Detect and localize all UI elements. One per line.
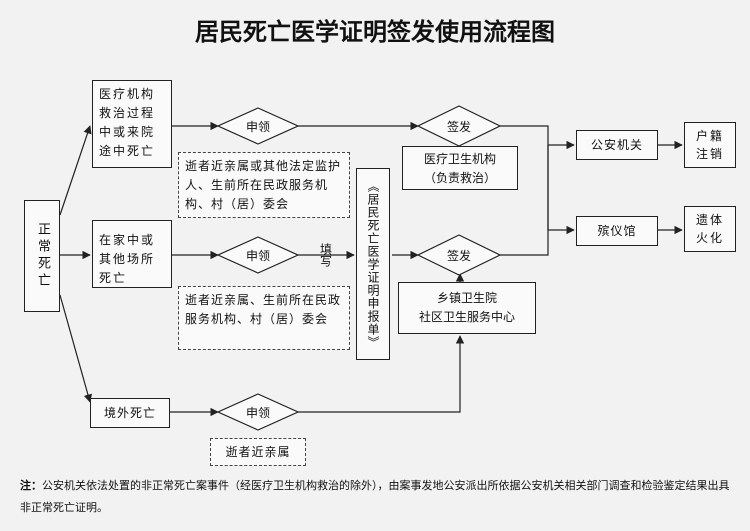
applicant-group-2: 逝者近亲属、生前所在民政服务机构、村（居）委会	[178, 286, 350, 350]
abroad-death-node: 境外死亡	[90, 398, 170, 428]
home-death-node: 在家中或其他场所死亡	[92, 220, 172, 288]
edge-normal-to-abroad	[59, 294, 93, 403]
apply-diamond-2	[216, 236, 300, 274]
footnote-text: 公安机关依法处置的非正常死亡案事件（经医疗卫生机构救治的除外），由案事发地公安派…	[20, 479, 730, 514]
police-node: 公安机关	[576, 130, 658, 160]
apply-label-3: 申领	[245, 406, 270, 420]
apply-label-2: 申领	[245, 249, 270, 263]
sign-label-1: 签发	[446, 120, 471, 134]
township-hospital-name: 乡镇卫生院	[436, 291, 497, 305]
footnote: 注：公安机关依法处置的非正常死亡案事件（经医疗卫生机构救治的除外），由案事发地公…	[20, 475, 735, 519]
edge-apply3-to-township	[298, 335, 465, 413]
sign-label-2: 签发	[446, 249, 471, 263]
sign-diamond-2	[416, 234, 502, 276]
apply-label-1: 申领	[245, 120, 270, 134]
normal-death-node: 正常死亡	[24, 200, 60, 312]
cremation-node: 遗体火化	[684, 206, 736, 252]
medical-institution-sub: （负责救治）	[423, 171, 496, 185]
edge-normal-to-hospital	[59, 125, 92, 216]
apply-diamond-1	[216, 107, 300, 145]
household-cancel-node: 户籍注销	[684, 122, 736, 168]
page-title: 居民死亡医学证明签发使用流程图	[195, 18, 555, 46]
medical-institution-node: 医疗卫生机构 （负责救治）	[402, 146, 518, 190]
applicant-group-3: 逝者近亲属	[210, 438, 306, 466]
edge-sign1-to-police	[500, 125, 549, 145]
medical-institution-name: 医疗卫生机构	[423, 152, 496, 166]
footnote-label: 注：	[20, 479, 42, 492]
hospital-death-node: 医疗机构救治过程中或来院途中死亡	[92, 80, 172, 168]
fill-label: 填写	[318, 243, 333, 267]
apply-diamond-3	[216, 393, 300, 431]
edge-sign2-to-funeral	[500, 230, 549, 256]
township-community-node: 乡镇卫生院 社区卫生服务中心	[398, 282, 536, 334]
funeral-home-node: 殡仪馆	[576, 216, 658, 246]
community-center-name: 社区卫生服务中心	[418, 310, 515, 324]
applicant-group-1: 逝者近亲属或其他法定监护人、生前所在民政服务机构、村（居）委会	[178, 152, 350, 218]
report-form-node: 《居民死亡医学证明申报单》	[356, 168, 390, 360]
